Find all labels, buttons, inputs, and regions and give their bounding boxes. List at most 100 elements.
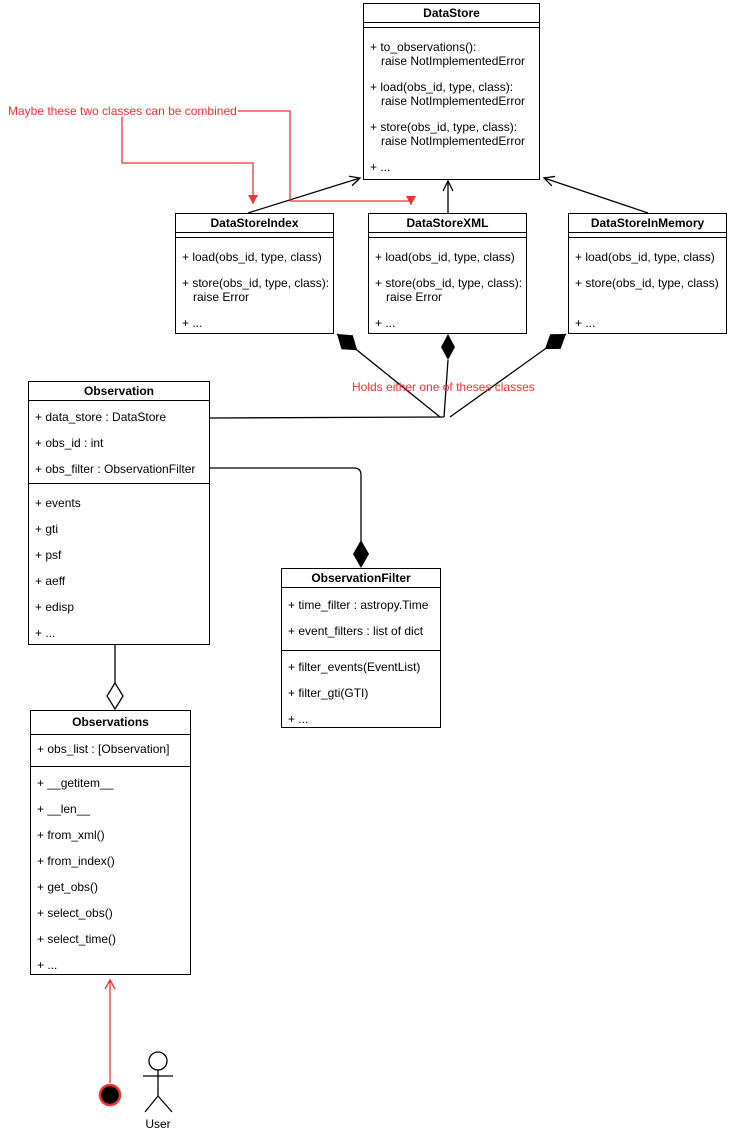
class-title-observation: Observation: [29, 382, 209, 401]
method-signature: + from_xml(): [37, 828, 105, 842]
method-signature: + ...: [375, 316, 396, 330]
method-entry: + __len__: [37, 802, 184, 816]
method-signature: + store(obs_id, type, class):: [375, 276, 523, 290]
method-entry: + to_observations(): raise NotImplemente…: [370, 40, 533, 68]
composition-line-datastoreinmemory: [449, 333, 567, 418]
class-title-datastore: DataStore: [364, 4, 539, 23]
member: + ...: [35, 626, 56, 640]
composition-line-observationfilter: [210, 467, 362, 541]
attribute-entry: + obs_list : [Observation]: [37, 742, 184, 756]
class-observations: Observations + obs_list : [Observation] …: [30, 710, 191, 975]
methods-compartment: + __getitem__ + __len__ + from_xml() + f…: [31, 767, 190, 972]
annotation-combine-note: Maybe these two classes can be combined: [8, 104, 237, 118]
method-signature: + __getitem__: [37, 776, 114, 790]
method-entry: + load(obs_id, type, class): [182, 250, 327, 264]
attribute-entry: + data_store : DataStore: [35, 410, 203, 424]
method-entry: + __getitem__: [37, 776, 184, 790]
inheritance-arrow-datastoreinmemory: [542, 175, 649, 214]
method-entry: + from_xml(): [37, 828, 184, 842]
attribute: + obs_list : [Observation]: [37, 742, 170, 756]
method-entry: + get_obs(): [37, 880, 184, 894]
member: + aeff: [35, 574, 66, 588]
user-actor-label: User: [145, 1117, 171, 1131]
attribute: + event_filters : list of dict: [288, 624, 424, 638]
method-entry: + select_obs(): [37, 906, 184, 920]
method-signature: + ...: [288, 712, 309, 726]
method-signature: + to_observations():: [370, 40, 477, 54]
member-entry: + gti: [35, 522, 203, 536]
method-entry: + load(obs_id, type, class): raise NotIm…: [370, 80, 533, 108]
methods-compartment: + load(obs_id, type, class) + store(obs_…: [369, 238, 526, 330]
composition-line-to-observation: [209, 416, 445, 419]
method-entry: + ...: [375, 316, 520, 330]
method-signature: + load(obs_id, type, class):: [370, 80, 514, 94]
class-observation: Observation + data_store : DataStore + o…: [28, 381, 210, 645]
class-title-datastoreindex: DataStoreIndex: [176, 214, 333, 233]
method-signature: + load(obs_id, type, class): [375, 250, 515, 264]
attributes-compartment: + obs_list : [Observation]: [31, 735, 190, 767]
attribute-entry: + event_filters : list of dict: [288, 624, 434, 638]
method-body: raise Error: [386, 290, 443, 304]
attribute-entry: + obs_id : int: [35, 436, 203, 450]
method-signature: + store(obs_id, type, class):: [370, 120, 518, 134]
filled-diamond-datastoreindex: [337, 334, 358, 351]
method-entry: + ...: [37, 958, 184, 972]
attribute: + time_filter : astropy.Time: [288, 598, 429, 612]
attributes-compartment: + time_filter : astropy.Time + event_fil…: [282, 588, 440, 651]
members-compartment: + events + gti + psf + aeff + edisp + ..…: [29, 484, 209, 640]
member-entry: + aeff: [35, 574, 203, 588]
method-entry: + ...: [575, 316, 720, 330]
method-signature: + store(obs_id, type, class):: [182, 276, 330, 290]
methods-compartment: + filter_events(EventList) + filter_gti(…: [282, 651, 440, 726]
attribute-entry: + obs_filter : ObservationFilter: [35, 462, 203, 476]
method-body: raise Error: [193, 290, 250, 304]
method-signature: + select_time(): [37, 932, 117, 946]
attribute: + data_store : DataStore: [35, 410, 167, 424]
inheritance-arrows: [247, 175, 649, 214]
method-entry: + store(obs_id, type, class): raise Erro…: [182, 276, 330, 304]
attributes-separator: [176, 233, 333, 238]
attribute-entry: + time_filter : astropy.Time: [288, 598, 434, 612]
class-title-observationfilter: ObservationFilter: [282, 569, 440, 588]
class-title-observations: Observations: [31, 711, 190, 735]
method-signature: + get_obs(): [37, 880, 99, 894]
attributes-separator: [569, 233, 726, 238]
attributes-separator: [369, 233, 526, 238]
class-datastoreindex: DataStoreIndex + load(obs_id, type, clas…: [175, 213, 334, 334]
user-start-node: [98, 1083, 122, 1107]
attributes-compartment: + data_store : DataStore + obs_id : int …: [29, 401, 209, 484]
method-entry: + ...: [182, 316, 327, 330]
method-signature: + ...: [37, 958, 58, 972]
method-body: raise NotImplementedError: [381, 134, 526, 148]
member-entry: + ...: [35, 626, 203, 640]
method-entry: + select_time(): [37, 932, 184, 946]
methods-compartment: + to_observations(): raise NotImplemente…: [364, 28, 539, 174]
member-entry: + edisp: [35, 600, 203, 614]
member-entry: + psf: [35, 548, 203, 562]
method-entry: + store(obs_id, type, class): raise Erro…: [375, 276, 523, 304]
hollow-diamond-observations: [106, 681, 124, 711]
methods-compartment: + load(obs_id, type, class) + store(obs_…: [176, 238, 333, 330]
method-entry: + from_index(): [37, 854, 184, 868]
attribute: + obs_filter : ObservationFilter: [35, 462, 196, 476]
attribute: + obs_id : int: [35, 436, 104, 450]
method-entry: + store(obs_id, type, class): raise NotI…: [370, 120, 533, 148]
method-body: raise NotImplementedError: [381, 54, 526, 68]
composition-line-datastoreindex: [336, 333, 441, 418]
class-datastoreinmemory: DataStoreInMemory + load(obs_id, type, c…: [568, 213, 727, 334]
class-datastorexml: DataStoreXML + load(obs_id, type, class)…: [368, 213, 527, 334]
inheritance-arrow-datastoreindex: [247, 175, 362, 214]
filled-diamond-observationfilter: [353, 540, 369, 568]
method-entry: + ...: [288, 712, 434, 726]
method-body: raise NotImplementedError: [381, 94, 526, 108]
class-title-datastoreinmemory: DataStoreInMemory: [569, 214, 726, 233]
actor-left-leg: [144, 1095, 159, 1113]
member: + edisp: [35, 600, 75, 614]
class-title-datastorexml: DataStoreXML: [369, 214, 526, 233]
method-signature: + ...: [370, 160, 391, 174]
method-signature: + from_index(): [37, 854, 115, 868]
methods-compartment: + load(obs_id, type, class) + store(obs_…: [569, 238, 726, 330]
method-signature: + filter_gti(GTI): [288, 686, 369, 700]
method-signature: + load(obs_id, type, class): [575, 250, 715, 264]
